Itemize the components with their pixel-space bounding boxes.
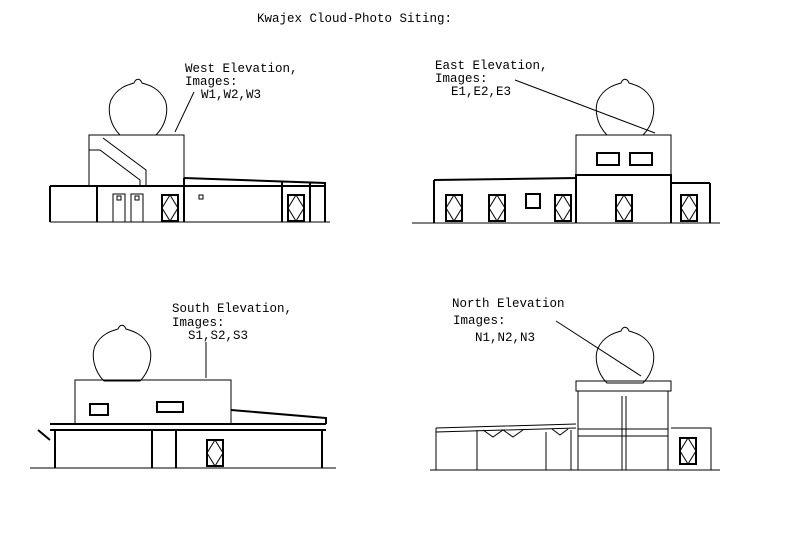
east-leader-line [514,79,656,134]
east-elevation-label: East Elevation, [435,59,548,73]
radome-dome [108,78,168,136]
west-images-label: Images: [185,75,238,89]
radome-dome [92,324,152,382]
north-images-list: N1,N2,N3 [475,331,535,345]
south-elevation-label: South Elevation, [172,302,292,316]
west-leader-line [174,91,195,133]
west-elevation-label: West Elevation, [185,62,298,76]
north-images-label: Images: [453,314,506,328]
north-leader-line [555,320,642,377]
diagram-title: Kwajex Cloud-Photo Siting: [257,12,452,26]
south-images-list: S1,S2,S3 [188,329,248,343]
south-images-label: Images: [172,316,225,330]
south-elevation: South Elevation, Images: S1,S2,S3 [30,302,336,469]
east-elevation: East Elevation, Images: E1,E2,E3 [412,59,720,224]
north-elevation-label: North Elevation [452,297,565,311]
north-elevation: North Elevation Images: N1,N2,N3 [430,297,720,471]
west-elevation: West Elevation, Images: W1,W2,W3 [49,62,330,223]
east-images-list: E1,E2,E3 [451,85,511,99]
east-images-label: Images: [435,72,488,86]
radome-dome [595,326,655,384]
radome-dome [595,78,655,136]
west-images-list: W1,W2,W3 [201,88,261,102]
